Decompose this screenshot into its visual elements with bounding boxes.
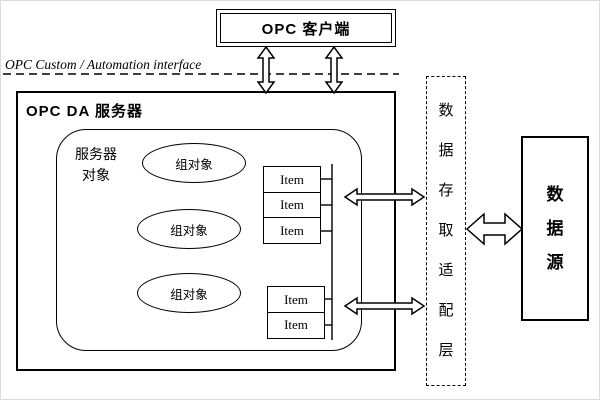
data-access-adapter-label: 数据存取适配层 (438, 102, 454, 359)
group-object-1: 组对象 (142, 143, 246, 183)
client-server-arrow-right-icon (324, 45, 344, 95)
opc-client-label: OPC 客户端 (220, 13, 392, 43)
opc-client-box: OPC 客户端 (216, 9, 396, 47)
item-box: Item (267, 286, 325, 313)
item-box: Item (263, 166, 321, 193)
adapter-datasource-arrow-icon (465, 212, 524, 246)
data-source-label: 数据源 (546, 184, 564, 272)
opc-da-server-title: OPC DA 服务器 (26, 103, 143, 120)
server-object-label-line1: 服务器 (75, 146, 117, 162)
opc-da-server-box (16, 91, 396, 371)
item-stack-2: Item Item (267, 286, 325, 339)
item-box: Item (267, 311, 325, 339)
server-object-label: 服务器 对象 (63, 144, 129, 186)
item-box: Item (263, 191, 321, 219)
group-object-3: 组对象 (137, 273, 241, 313)
item-box: Item (263, 217, 321, 244)
data-access-adapter-box: 数据存取适配层 (426, 76, 466, 386)
item-stack-1: Item Item Item (263, 166, 321, 244)
data-source-box: 数据源 (521, 136, 589, 321)
client-server-arrow-left-icon (256, 45, 276, 95)
server-object-label-line2: 对象 (82, 167, 110, 183)
group-object-2: 组对象 (137, 209, 241, 249)
interface-label: OPC Custom / Automation interface (5, 57, 202, 72)
server-object-container (56, 129, 362, 351)
